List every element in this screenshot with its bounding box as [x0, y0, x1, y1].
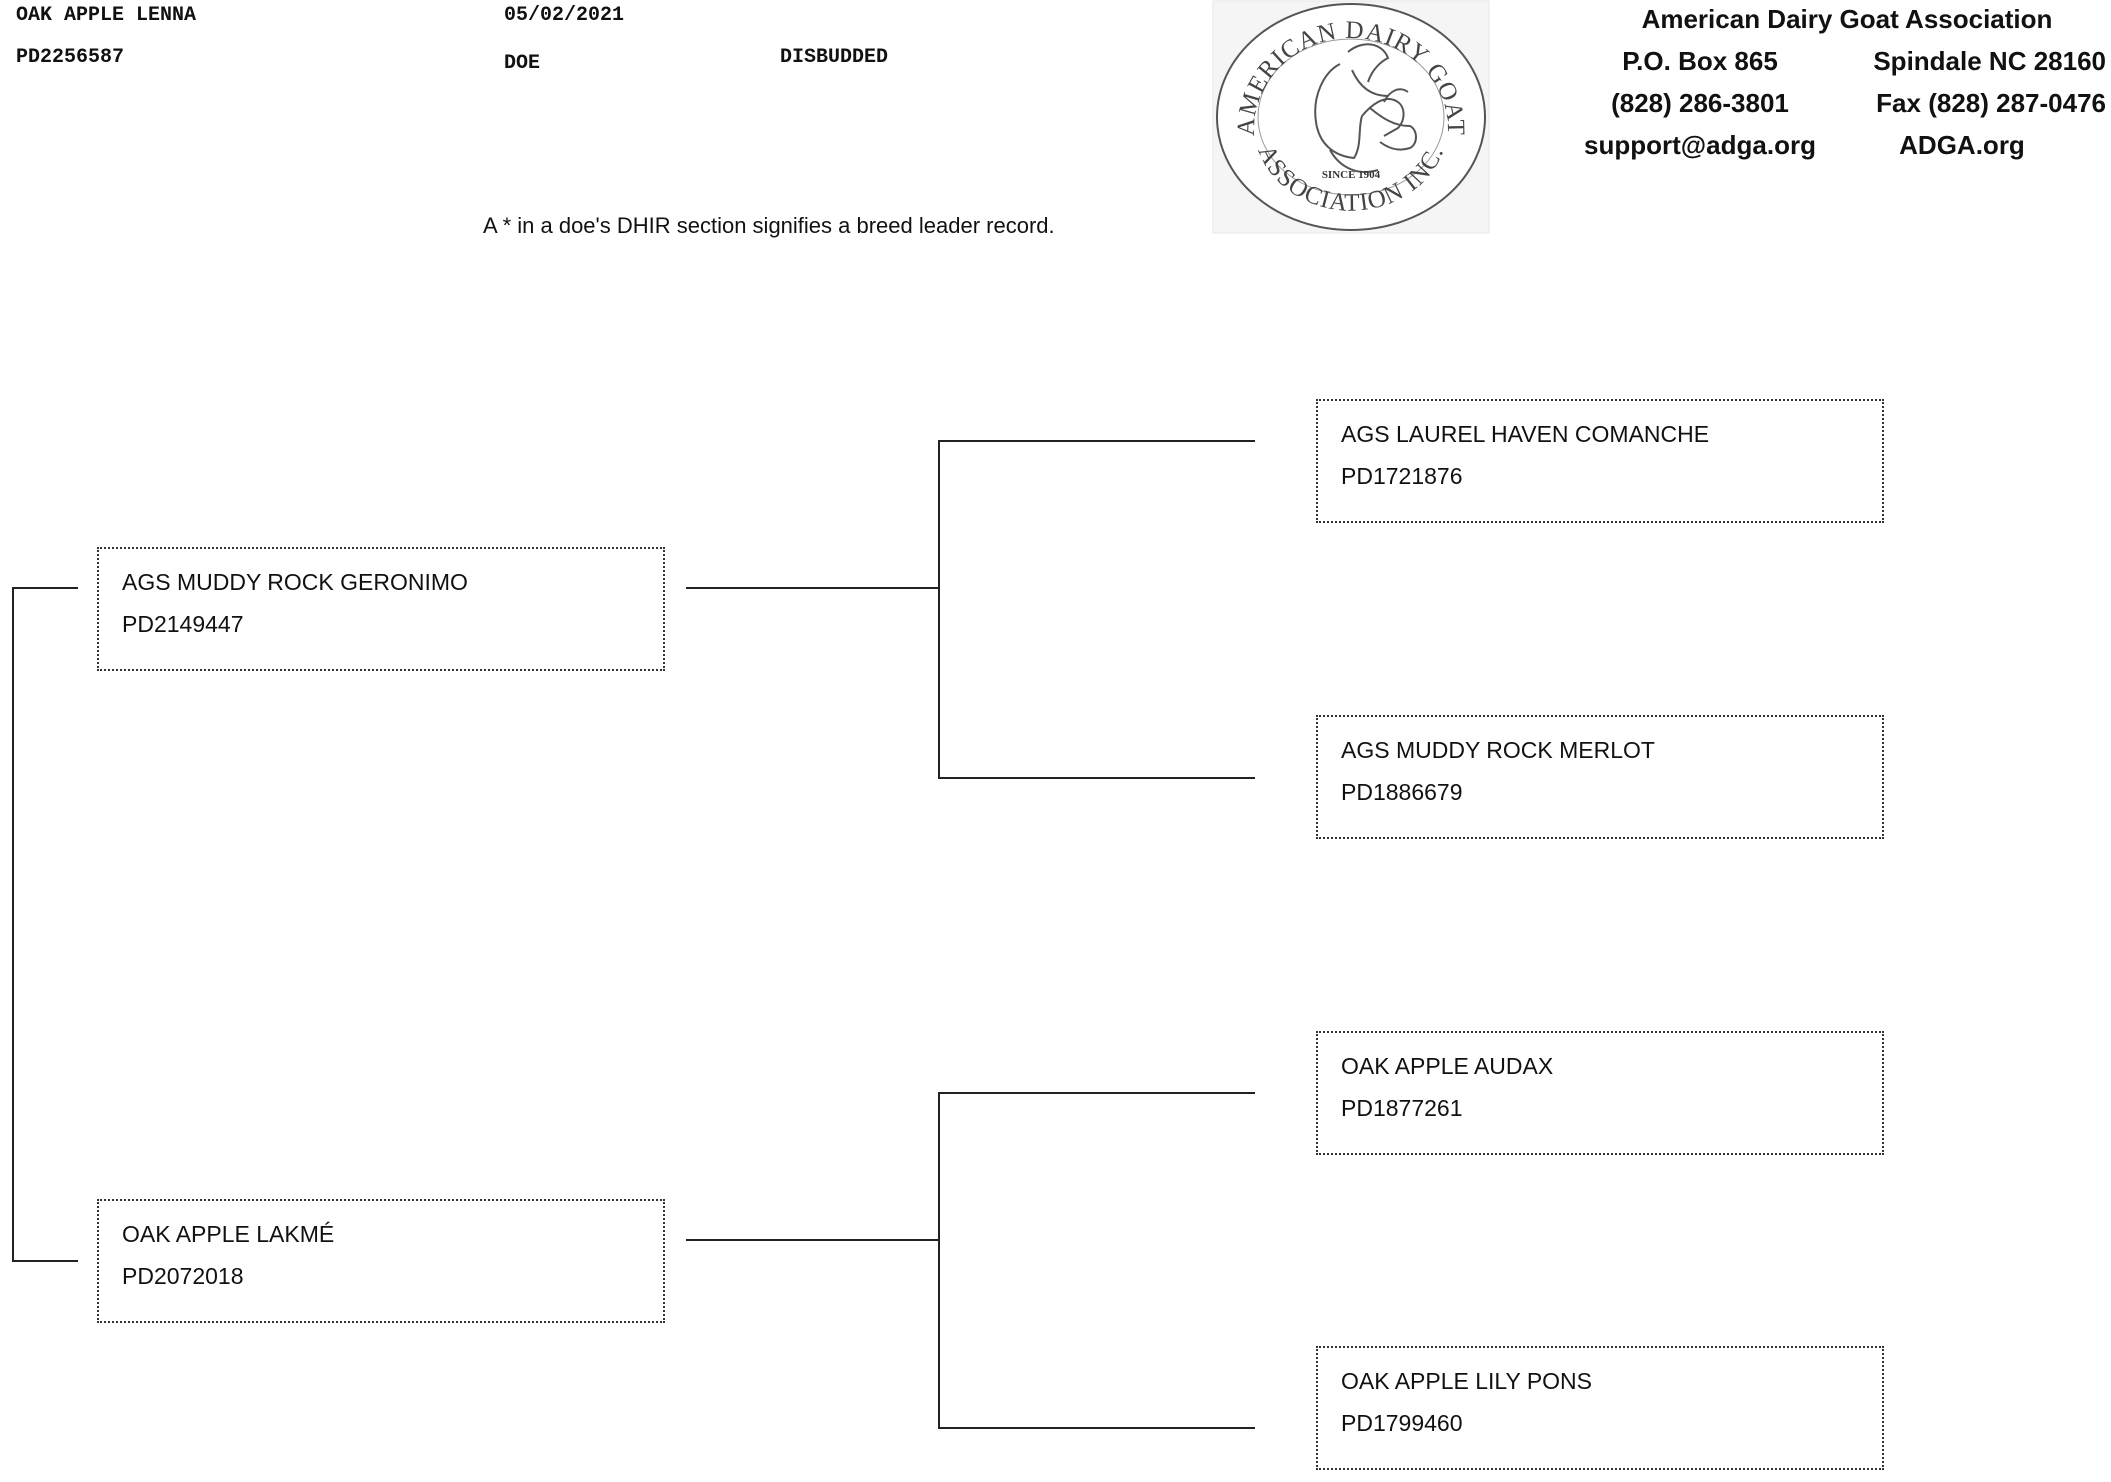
animal-sex: DOE: [504, 52, 541, 75]
dam-sire-name: OAK APPLE AUDAX: [1341, 1053, 1554, 1079]
dam-registration: PD2072018: [122, 1263, 244, 1289]
pedigree-dam-box: OAK APPLE LAKMÉ PD2072018: [97, 1199, 665, 1323]
sire-registration: PD2149447: [122, 611, 244, 637]
animal-horn-status: DISBUDDED: [780, 46, 889, 69]
animal-registration-number: PD2256587: [16, 46, 125, 69]
association-email: support@adga.org: [1584, 130, 1816, 160]
association-po-box: P.O. Box 865: [1622, 46, 1778, 76]
association-fax: Fax (828) 287-0476: [1876, 88, 2106, 118]
animal-name: OAK APPLE LENNA: [16, 4, 197, 27]
dam-dam-name: OAK APPLE LILY PONS: [1341, 1368, 1593, 1394]
breed-leader-note: A * in a doe's DHIR section signifies a …: [483, 213, 1055, 238]
association-phone: (828) 286-3801: [1611, 88, 1789, 118]
animal-date: 05/02/2021: [504, 4, 625, 27]
pedigree-dam-dam-box: OAK APPLE LILY PONS PD1799460: [1316, 1346, 1884, 1470]
dam-name: OAK APPLE LAKMÉ: [122, 1221, 335, 1247]
pedigree-sire-sire-box: AGS LAUREL HAVEN COMANCHE PD1721876: [1316, 399, 1884, 523]
adga-logo: AMERICAN DAIRY GOAT ASSOCIATION INC. SIN…: [1212, 0, 1490, 234]
sire-dam-registration: PD1886679: [1341, 779, 1463, 805]
dam-sire-registration: PD1877261: [1341, 1095, 1463, 1121]
sire-sire-name: AGS LAUREL HAVEN COMANCHE: [1341, 421, 1710, 447]
sire-sire-registration: PD1721876: [1341, 463, 1463, 489]
pedigree-sire-box: AGS MUDDY ROCK GERONIMO PD2149447: [97, 547, 665, 671]
dam-dam-registration: PD1799460: [1341, 1410, 1463, 1436]
association-website: ADGA.org: [1899, 130, 2025, 160]
sire-dam-name: AGS MUDDY ROCK MERLOT: [1341, 737, 1655, 763]
logo-since-text: SINCE 1904: [1322, 169, 1381, 181]
pedigree-sire-dam-box: AGS MUDDY ROCK MERLOT PD1886679: [1316, 715, 1884, 839]
sire-name: AGS MUDDY ROCK GERONIMO: [122, 569, 468, 595]
pedigree-dam-sire-box: OAK APPLE AUDAX PD1877261: [1316, 1031, 1884, 1155]
association-name: American Dairy Goat Association: [1641, 4, 2053, 34]
association-city: Spindale NC 28160: [1873, 46, 2106, 76]
goat-heads-icon: [1314, 43, 1417, 173]
